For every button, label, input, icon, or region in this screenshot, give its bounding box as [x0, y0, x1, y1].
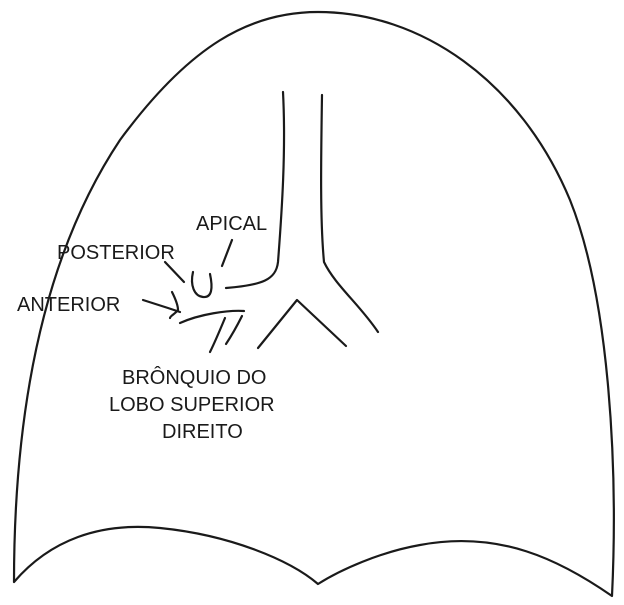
trachea-right-wall [321, 95, 378, 332]
label-anterior: ANTERIOR [17, 294, 120, 316]
label-bronchus-line1: BRÔNQUIO DO [122, 366, 266, 389]
label-apical: APICAL [196, 213, 267, 235]
apical-pointer [222, 240, 232, 266]
posterior-segment-bronchus [192, 272, 212, 297]
anterior-pointer [143, 292, 180, 318]
label-bronchus-line3: DIREITO [162, 421, 243, 443]
posterior-pointer [165, 262, 184, 282]
segmental-bronchus-lower-2 [226, 316, 242, 344]
segmental-bronchus-lower [210, 318, 225, 352]
trachea-left-wall [226, 92, 284, 288]
segmental-bronchus-upper [180, 311, 244, 323]
label-bronchus-line2: LOBO SUPERIOR [109, 394, 275, 416]
label-posterior: POSTERIOR [57, 242, 175, 264]
intermediate-bronchus [258, 300, 346, 348]
